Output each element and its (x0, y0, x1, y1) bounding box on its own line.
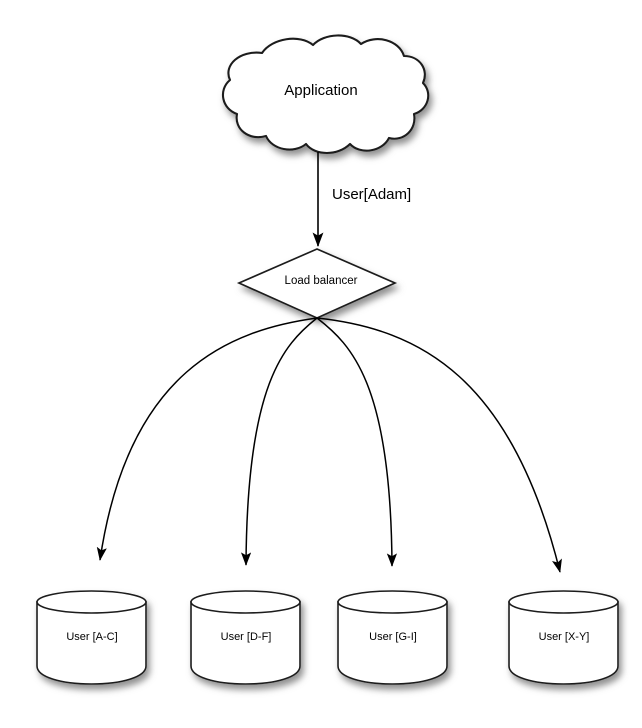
edge-load-balancer-to-db-2 (316, 317, 398, 567)
edge-load-balancer-to-db-1 (240, 317, 318, 566)
node-application[interactable] (221, 34, 430, 155)
edge-curve (316, 317, 398, 567)
cylinder-body (36, 601, 147, 685)
node-database-0[interactable] (36, 590, 147, 685)
edge-curve (96, 317, 318, 561)
node-database-3[interactable] (508, 590, 619, 685)
cylinder-top (508, 590, 619, 614)
cylinder-top (36, 590, 147, 614)
cylinder-top (337, 590, 448, 614)
edge-load-balancer-to-db-3 (316, 317, 562, 573)
cylinder-body (508, 601, 619, 685)
database-label-2: User [G-I] (369, 631, 417, 643)
database-label-1: User [D-F] (220, 631, 272, 643)
cloud-shape (221, 34, 430, 155)
load-balancer-label: Load balancer (284, 275, 358, 287)
node-database-2[interactable] (337, 590, 448, 685)
edge-load-balancer-to-db-0 (96, 317, 318, 561)
application-label: Application (284, 82, 358, 99)
cylinder-top (190, 590, 301, 614)
edge-label-user-adam: User[Adam] (332, 186, 412, 203)
edge-curve (316, 317, 562, 573)
database-label-3: User [X-Y] (538, 631, 590, 643)
edge-curve (240, 317, 318, 566)
cylinder-body (190, 601, 301, 685)
cylinder-body (337, 601, 448, 685)
database-label-0: User [A-C] (66, 631, 118, 643)
node-database-1[interactable] (190, 590, 301, 685)
